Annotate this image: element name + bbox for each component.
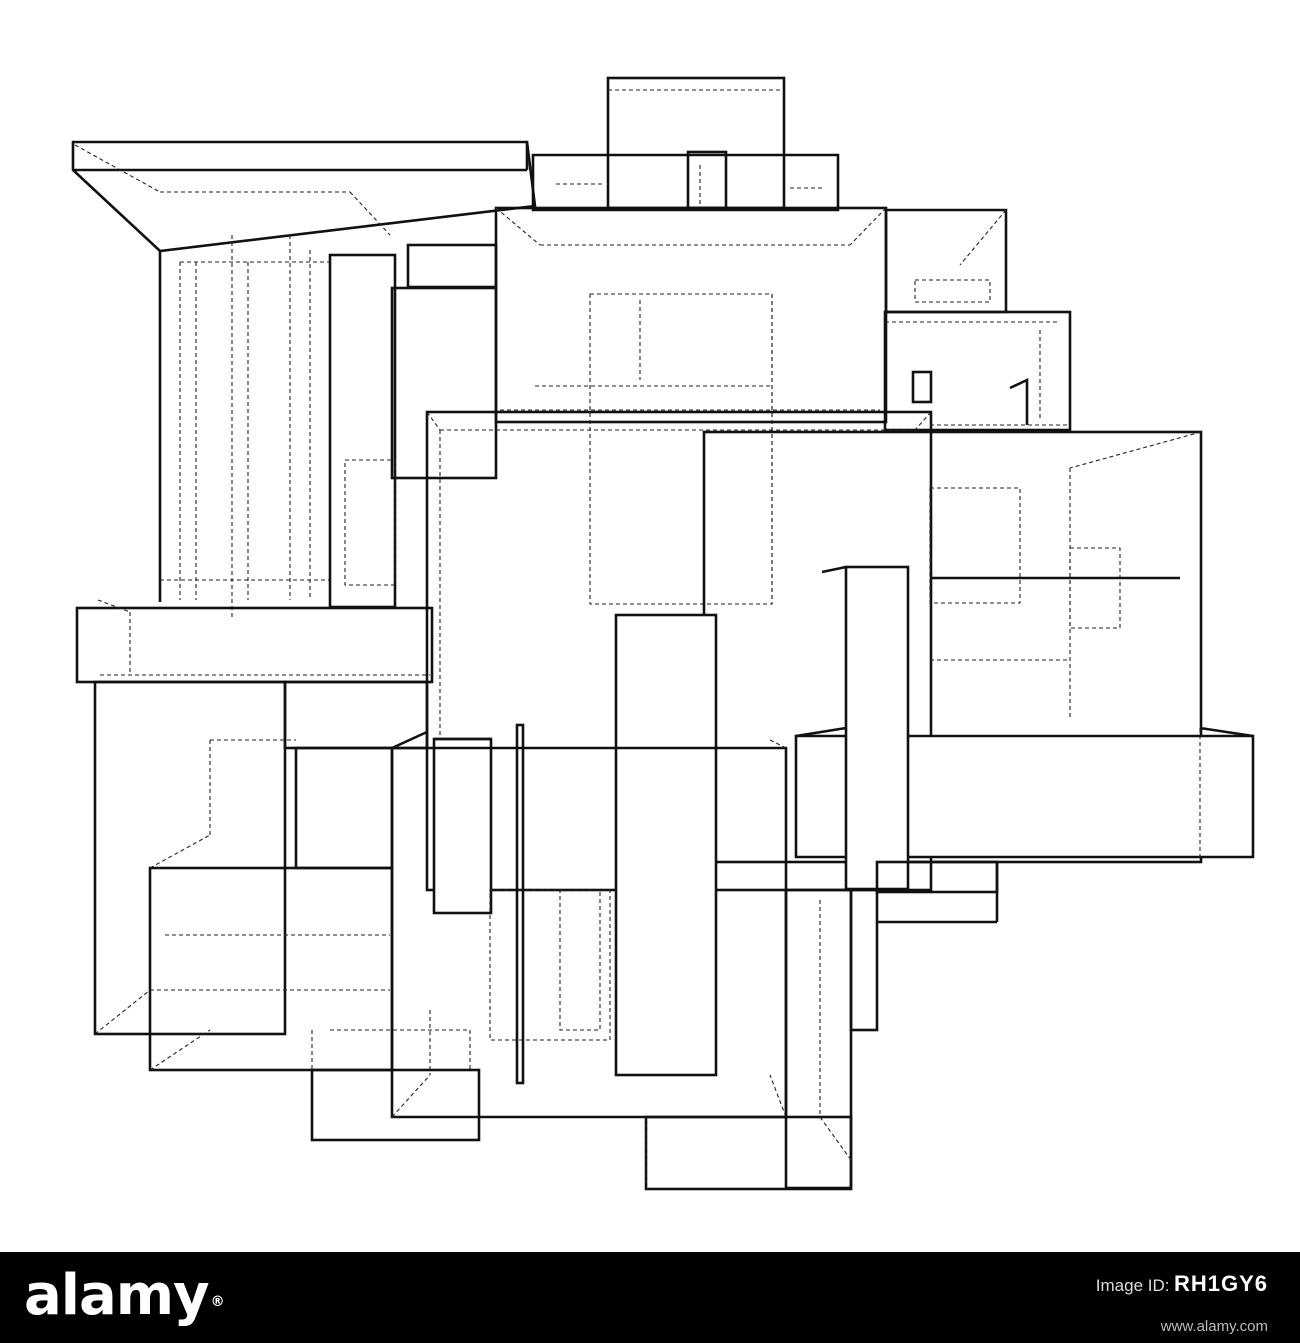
top-left-overhang-box <box>71 140 537 620</box>
wireframe-boxes-illustration <box>71 76 1255 1191</box>
brand-logo-text: alamy <box>24 1263 210 1328</box>
upper-right-stepped-box <box>883 208 1072 432</box>
site-url[interactable]: www.alamy.com <box>1160 1318 1268 1335</box>
lower-right-boxes <box>644 860 999 1191</box>
left-middle-frames <box>289 235 498 609</box>
wireframe-drawing <box>71 76 1255 1191</box>
upper-central-box <box>494 206 888 605</box>
bottom-small-box <box>310 1029 481 1142</box>
trademark-icon: ® <box>210 1294 225 1310</box>
right-horizontal-bar <box>794 726 1255 862</box>
lower-left-boxes <box>93 680 429 1072</box>
image-id-value: RH1GY6 <box>1173 1271 1268 1296</box>
image-id-block: Image ID: RH1GY6 <box>1095 1271 1268 1297</box>
left-horizontal-bar <box>75 599 434 684</box>
brand-logo[interactable]: alamy® <box>24 1263 225 1328</box>
top-center-tower-box <box>531 76 840 212</box>
image-id-label: Image ID: <box>1095 1276 1170 1295</box>
vertical-bars <box>432 565 910 1085</box>
watermark-footer-bar: alamy® Image ID: RH1GY6 www.alamy.com <box>0 1252 1300 1343</box>
